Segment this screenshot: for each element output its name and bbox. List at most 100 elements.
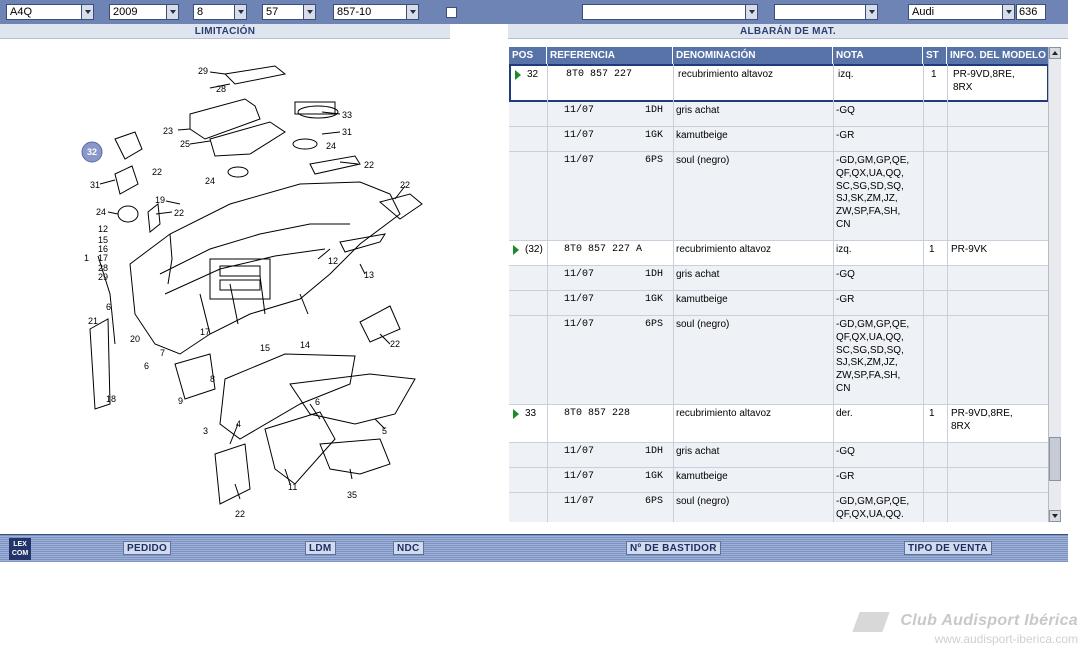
exploded-parts-diagram[interactable]: 32 29 28 33 31 23 25 24 22 22 31 24 22 1… [60,44,460,524]
vin-button[interactable]: Nº DE BASTIDOR [626,541,721,555]
svg-text:35: 35 [347,490,357,500]
col-info-modelo[interactable]: INFO. DEL MODELO [947,47,1049,64]
note-line: QF,QX,UA,QQ. [836,508,904,520]
svg-text:17: 17 [200,327,210,337]
sale-type-select[interactable] [774,4,878,20]
pos-cell: 33 [525,408,537,419]
existencias-checkbox[interactable] [446,7,457,18]
brand-value: Audi [912,6,935,18]
svg-text:28: 28 [98,263,108,273]
column-divider [673,64,674,522]
chevron-down-icon[interactable] [406,5,418,19]
color-code-cell: 6PS [645,155,664,166]
scroll-thumb[interactable] [1049,437,1061,481]
logo-text-bottom: COM [11,550,29,557]
color-code-cell: 6PS [645,496,664,507]
svg-text:22: 22 [390,339,400,349]
note-line: QF,QX,UA,QQ, [836,167,904,179]
model-select[interactable]: A4Q [6,4,94,20]
svg-text:7: 7 [160,348,165,358]
note-line: -GQ [836,269,855,280]
chevron-down-icon[interactable] [81,5,93,19]
model-value: A4Q [10,6,33,18]
expand-arrow-icon[interactable] [513,409,519,419]
scroll-down-icon[interactable] [1049,510,1061,522]
ndc-button[interactable]: NDC [393,541,424,555]
search-select[interactable] [582,4,758,20]
col-pos[interactable]: POS [509,47,547,64]
note-line: QF,QX,UA,QQ, [836,331,904,343]
denomination-cell: recubrimiento altavoz [676,244,772,255]
denomination-cell: recubrimiento altavoz [676,408,772,419]
svg-text:31: 31 [342,127,352,137]
color-name-cell: kamutbeige [676,294,728,305]
svg-text:24: 24 [326,141,336,151]
note-cell: der. [836,408,853,419]
color-name-cell: soul (negro) [676,319,730,330]
col-referencia[interactable]: REFERENCIA [547,47,673,64]
chevron-down-icon[interactable] [865,5,877,19]
col-nota[interactable]: NOTA [833,47,923,64]
col-denominacion[interactable]: DENOMINACIÓN [673,47,833,64]
brand-select[interactable]: Audi [908,4,1015,20]
svg-text:1: 1 [84,253,89,263]
table-scrollbar[interactable] [1048,47,1061,522]
chevron-down-icon[interactable] [234,5,246,19]
svg-text:12: 12 [98,224,108,234]
svg-text:8: 8 [210,374,215,384]
svg-text:14: 14 [300,340,310,350]
ldm-button[interactable]: LDM [305,541,336,555]
model-info-line: PR-9VD,8RE, [953,69,1015,80]
bottom-toolbar: LEX COM PEDIDO LDM NDC Nº DE BASTIDOR TI… [0,534,1068,562]
year-select[interactable]: 2009 [109,4,179,20]
svg-text:22: 22 [400,180,410,190]
column-divider [833,64,834,522]
selected-part-marker[interactable] [81,141,103,163]
chevron-down-icon[interactable] [745,5,757,19]
svg-text:4: 4 [236,419,241,429]
chevron-down-icon[interactable] [166,5,178,19]
expand-arrow-icon[interactable] [515,70,521,80]
st-cell: 1 [931,69,937,80]
chevron-down-icon[interactable] [1002,5,1014,19]
sale-type-button[interactable]: TIPO DE VENTA [904,541,992,555]
scroll-up-icon[interactable] [1049,47,1061,59]
color-code-cell: 1GK [645,130,664,141]
col-st[interactable]: ST [923,47,947,64]
pedido-button[interactable]: PEDIDO [123,541,172,555]
pos-cell: (32) [525,244,543,255]
color-code-cell: 1DH [645,105,664,116]
reference-cell: 8T0 857 227 [566,69,633,80]
color-name-cell: soul (negro) [676,496,730,507]
note-line: SC,SG,SD,SQ, [836,344,904,356]
limitation-header: LIMITACIÓN [0,24,450,39]
group-select[interactable]: 8 [193,4,247,20]
parts-catalog-window: A4Q 2009 8 57 857-10 Audi [0,0,1068,562]
column-divider [547,64,548,522]
svg-text:29: 29 [98,272,108,282]
color-code-cell: 6PS [645,319,664,330]
note-line: -GD,GM,GP,QE, [836,319,910,330]
subgroup-select[interactable]: 57 [262,4,316,20]
note-line: CN [836,219,851,230]
chevron-down-icon[interactable] [303,5,315,19]
illustration-select[interactable]: 857-10 [333,4,419,20]
model-info-line: 8RX [953,81,973,93]
expand-arrow-icon[interactable] [513,245,519,255]
color-code-cell: 1GK [645,471,664,482]
svg-text:22: 22 [152,167,162,177]
svg-text:20: 20 [130,334,140,344]
date-cell: 11/07 [564,496,595,507]
